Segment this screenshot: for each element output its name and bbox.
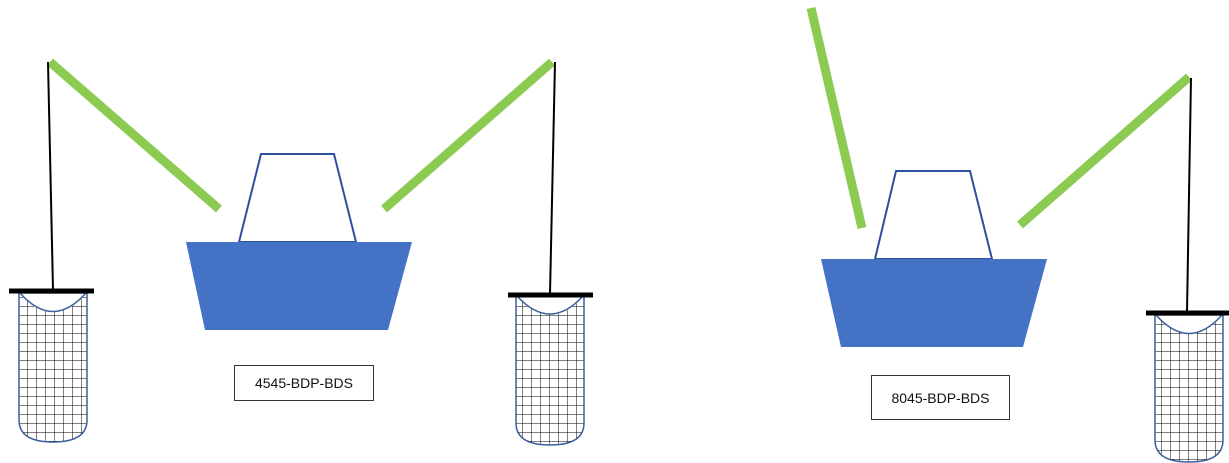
boat-hull-2 <box>821 259 1047 347</box>
right-net-2 <box>1146 313 1229 463</box>
boat-hull <box>186 242 412 330</box>
left-boom-raised <box>811 8 862 228</box>
left-tow-line <box>48 62 53 290</box>
right-tow-line-2 <box>1187 78 1191 312</box>
right-boom-2 <box>1020 77 1189 225</box>
boat-cabin <box>239 154 356 242</box>
boat-cabin-2 <box>875 171 992 259</box>
right-net <box>508 295 593 447</box>
right-boom <box>384 62 552 209</box>
vessel-label-4545: 4545-BDP-BDS <box>234 365 374 401</box>
right-tow-line <box>550 62 555 294</box>
left-net <box>9 291 94 444</box>
vessel-label-8045: 8045-BDP-BDS <box>871 375 1010 420</box>
left-boom <box>50 62 219 209</box>
